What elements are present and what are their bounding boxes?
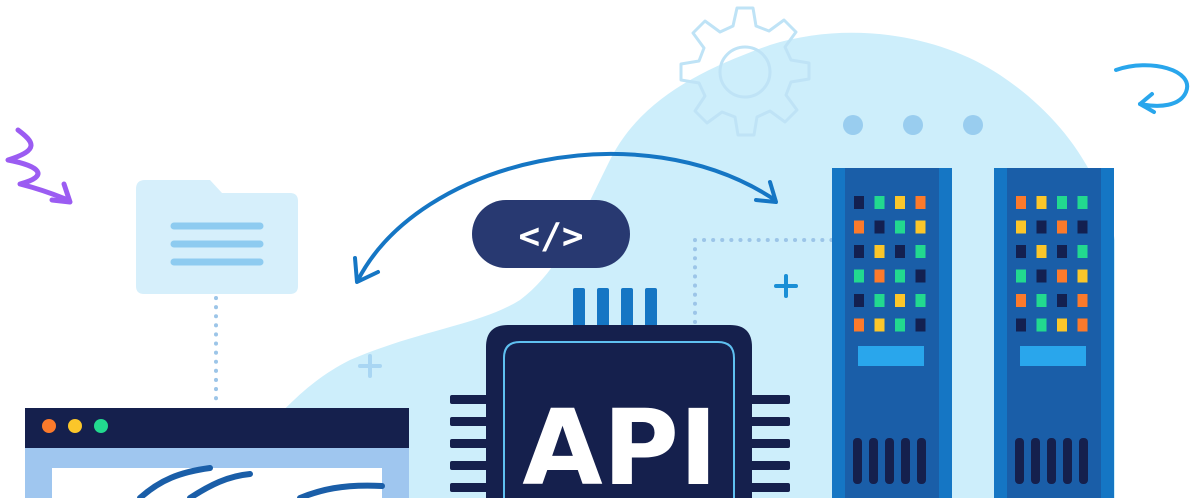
- server-led: [854, 318, 864, 332]
- server-led: [1057, 220, 1067, 234]
- server-led: [895, 318, 905, 332]
- server-led: [1057, 196, 1067, 209]
- server-led: [874, 220, 885, 234]
- server-led: [1016, 294, 1026, 307]
- plus-icon: [774, 274, 798, 298]
- server-led: [1077, 294, 1088, 307]
- window-dot-yellow: [68, 419, 82, 433]
- server-rack: [832, 168, 952, 498]
- server-led: [1036, 220, 1047, 234]
- code-tag-icon: </>: [472, 200, 630, 268]
- server-drive-bay: [1020, 346, 1086, 366]
- gear-icon: [679, 6, 811, 137]
- server-led: [915, 318, 926, 332]
- status-dots: [843, 115, 983, 135]
- server-led: [915, 220, 926, 234]
- server-led: [1036, 318, 1047, 332]
- server-led: [895, 220, 905, 234]
- server-led: [895, 196, 905, 209]
- server-led: [1036, 196, 1047, 209]
- server-led: [1016, 245, 1026, 258]
- server-led: [854, 269, 864, 283]
- plus-icon-small: [358, 354, 382, 378]
- dotted-connector-server: [693, 238, 836, 324]
- server-led: [895, 294, 905, 307]
- server-led: [1077, 318, 1088, 332]
- server-led: [1077, 196, 1088, 209]
- squiggle-arrow-icon: [5, 127, 73, 205]
- server-led: [854, 294, 864, 307]
- server-led: [1077, 245, 1088, 258]
- server-led: [1077, 220, 1088, 234]
- server-led: [1057, 318, 1067, 332]
- api-chip: API: [450, 288, 790, 498]
- server-led: [854, 220, 864, 234]
- server-led: [854, 245, 864, 258]
- server-led: [874, 269, 885, 283]
- server-rack: [994, 168, 1114, 498]
- server-led: [915, 196, 926, 209]
- browser-window: [25, 408, 409, 498]
- window-dot-green: [94, 419, 108, 433]
- server-led: [874, 318, 885, 332]
- server-led: [1057, 245, 1067, 258]
- server-drive-bay: [858, 346, 924, 366]
- window-dot-orange: [42, 419, 56, 433]
- server-led: [874, 294, 885, 307]
- server-led: [895, 245, 905, 258]
- chip-label: API: [522, 387, 717, 498]
- server-led: [1016, 196, 1026, 209]
- server-vents: [1015, 438, 1088, 484]
- code-badge-label: </>: [518, 216, 583, 257]
- server-led: [1036, 294, 1047, 307]
- server-led: [874, 196, 885, 209]
- server-led: [1016, 220, 1026, 234]
- server-led: [915, 294, 926, 307]
- server-led: [1036, 245, 1047, 258]
- server-led: [1057, 294, 1067, 307]
- server-led-grid: [1016, 196, 1088, 332]
- server-led: [1016, 318, 1026, 332]
- folder-icon: [136, 180, 298, 294]
- server-led: [915, 245, 926, 258]
- server-led-grid: [854, 196, 926, 332]
- server-led: [874, 245, 885, 258]
- curly-arrow-icon: [1114, 63, 1190, 114]
- server-led: [915, 269, 926, 283]
- server-led: [895, 269, 905, 283]
- server-led: [1077, 269, 1088, 283]
- server-led: [1036, 269, 1047, 283]
- server-led: [1057, 269, 1067, 283]
- server-vents: [853, 438, 926, 484]
- server-led: [1016, 269, 1026, 283]
- server-led: [854, 196, 864, 209]
- sync-arrow: [353, 151, 778, 284]
